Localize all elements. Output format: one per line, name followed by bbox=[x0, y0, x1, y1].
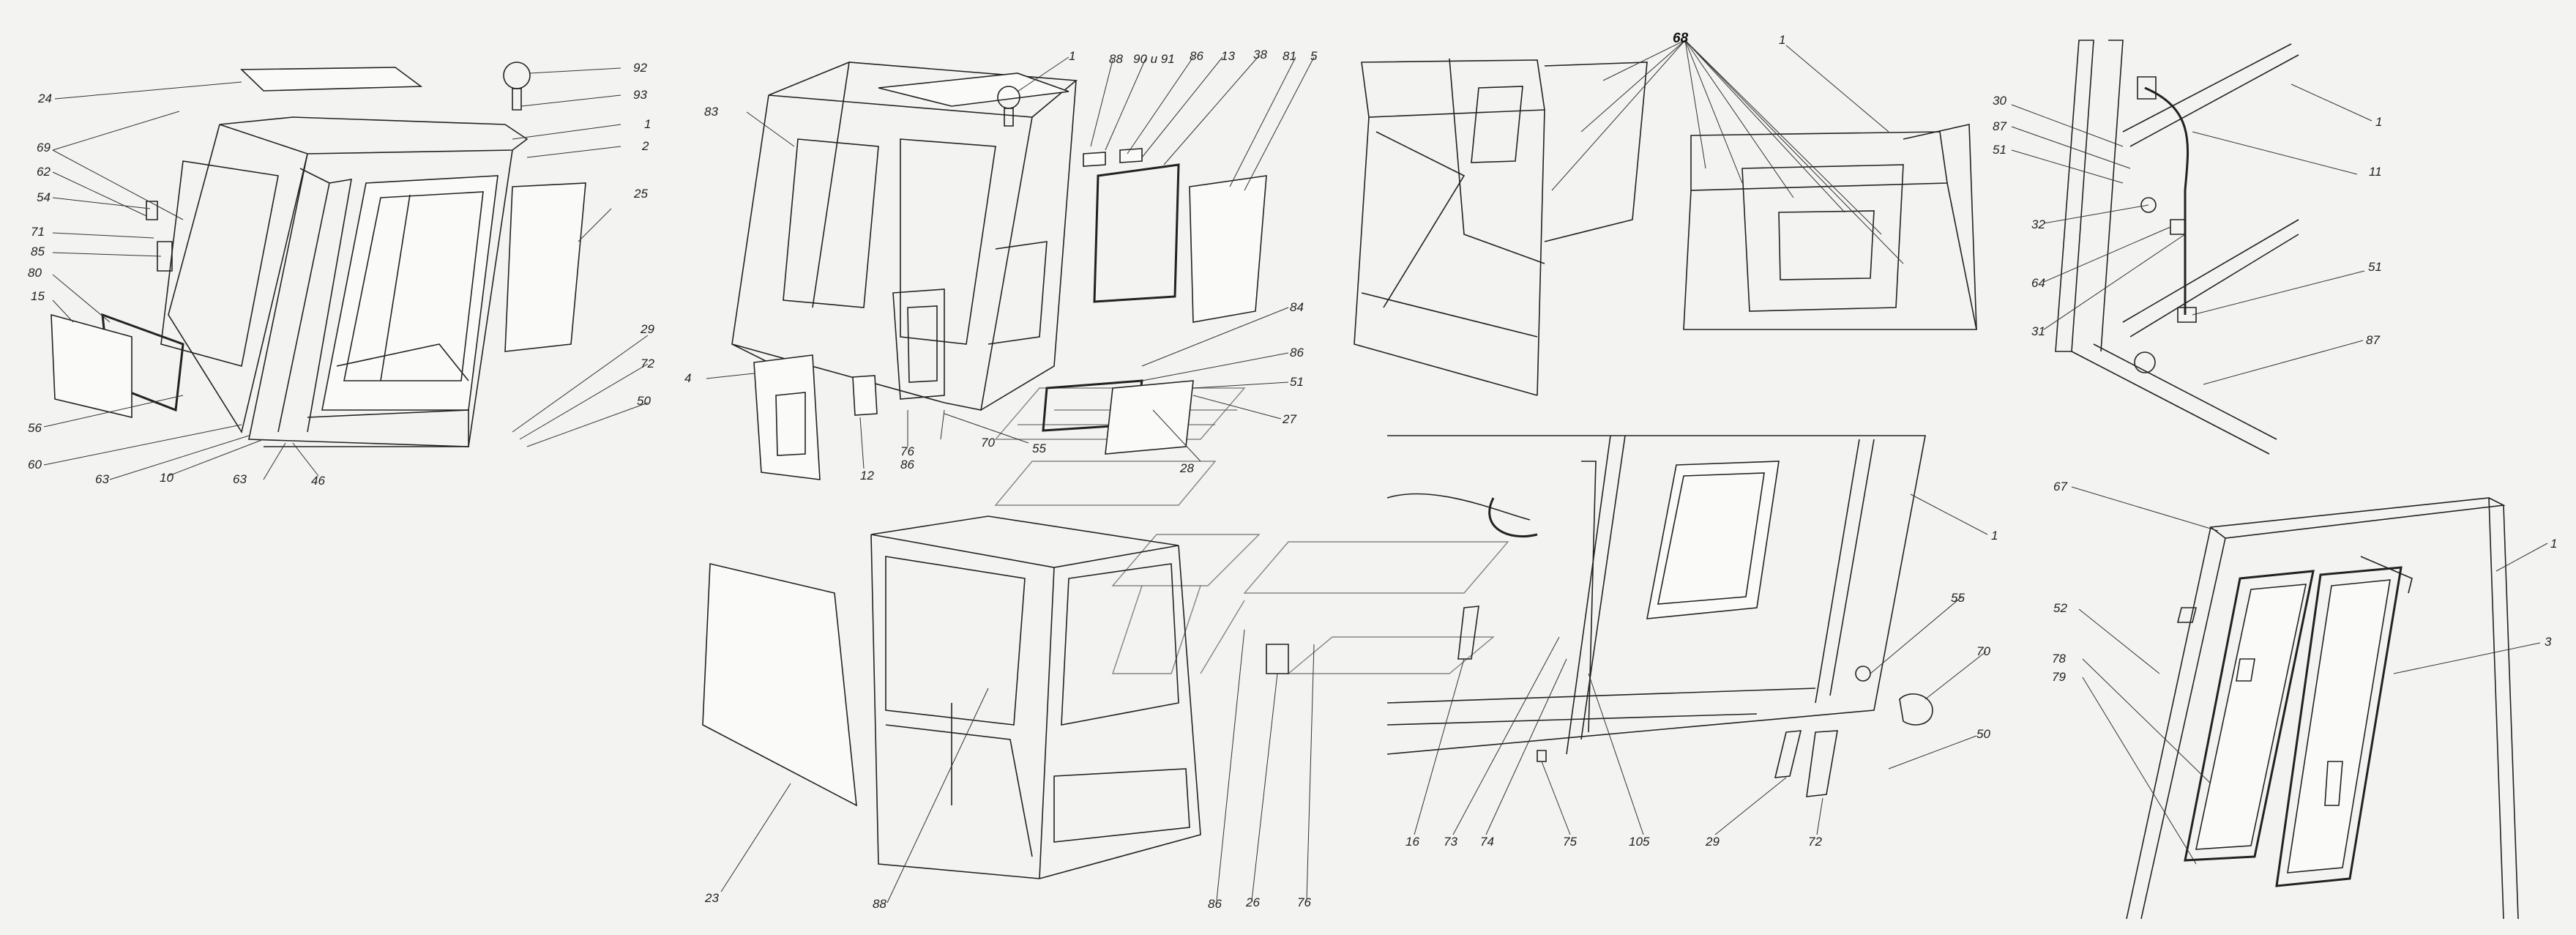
label: 51 bbox=[1993, 143, 2006, 157]
label: 83 bbox=[704, 105, 718, 119]
label: 79 bbox=[2052, 670, 2066, 684]
assembly-5-labels: 23 88 86 26 76 bbox=[704, 891, 1311, 911]
label: 28 bbox=[1179, 461, 1194, 475]
label: 56 bbox=[28, 421, 42, 435]
label: 4 bbox=[684, 371, 691, 385]
assembly-2-labels: 83 1 88 90 и 91 86 13 38 81 5 4 12 76 86… bbox=[684, 48, 1318, 483]
assembly-5-cab-side-glass bbox=[702, 515, 1315, 904]
label: 78 bbox=[2052, 652, 2066, 666]
label: 90 и 91 bbox=[1133, 52, 1175, 66]
label: 46 bbox=[311, 474, 325, 488]
label: 29 bbox=[640, 322, 654, 336]
label: 51 bbox=[2368, 260, 2382, 274]
label: 88 bbox=[873, 897, 886, 911]
label: 68 bbox=[1673, 31, 1689, 46]
assembly-1-labels: 24 92 93 1 2 69 62 54 71 85 80 15 25 29 … bbox=[28, 61, 654, 488]
label: 52 bbox=[2053, 601, 2067, 615]
label: 50 bbox=[637, 394, 651, 408]
label: 1 bbox=[644, 117, 651, 131]
label: 1 bbox=[1991, 529, 1998, 543]
label: 86 bbox=[1290, 346, 1304, 360]
label: 25 bbox=[633, 187, 648, 201]
label: 105 bbox=[1629, 835, 1650, 849]
assembly-2-cab-frame bbox=[706, 55, 1315, 480]
label: 60 bbox=[28, 458, 42, 472]
label: 69 bbox=[37, 141, 51, 154]
label: 92 bbox=[633, 61, 647, 75]
label: 29 bbox=[1705, 835, 1720, 849]
label: 87 bbox=[1993, 119, 2006, 133]
label: 67 bbox=[2053, 480, 2067, 493]
label: 81 bbox=[1283, 49, 1296, 63]
label: 55 bbox=[1032, 442, 1046, 455]
label: 86 bbox=[900, 458, 914, 472]
label: 13 bbox=[1221, 49, 1235, 63]
label: 73 bbox=[1444, 835, 1457, 849]
label: 23 bbox=[704, 891, 719, 905]
label: 76 bbox=[1297, 895, 1311, 909]
label: 54 bbox=[37, 190, 51, 204]
label: 71 bbox=[31, 225, 45, 239]
label: 88 bbox=[1109, 52, 1123, 66]
label: 63 bbox=[233, 472, 247, 486]
label: 31 bbox=[2031, 324, 2045, 338]
label: 85 bbox=[31, 245, 45, 258]
label: 1 bbox=[1779, 33, 1785, 47]
assembly-4-labels: 30 87 51 32 64 31 1 11 51 87 bbox=[1993, 94, 2382, 347]
label: 63 bbox=[95, 472, 109, 486]
label: 87 bbox=[2366, 333, 2380, 347]
assembly-6-labels: 1 55 70 50 16 73 74 75 105 29 72 bbox=[1405, 529, 1998, 849]
assembly-6-door-detail bbox=[1386, 435, 1988, 835]
assembly-1-full-cab bbox=[43, 62, 649, 480]
label: 84 bbox=[1290, 300, 1304, 314]
label: 27 bbox=[1282, 412, 1296, 426]
label: 72 bbox=[641, 357, 654, 370]
label: 50 bbox=[1976, 727, 1990, 741]
label: 32 bbox=[2031, 217, 2045, 231]
watermark bbox=[994, 387, 1509, 674]
label: 11 bbox=[2369, 165, 2382, 179]
assembly-4-handrail-detail bbox=[2011, 40, 2372, 455]
label: 24 bbox=[37, 92, 52, 105]
label: 2 bbox=[641, 139, 649, 153]
label: 86 bbox=[1190, 49, 1203, 63]
label: 72 bbox=[1808, 835, 1822, 849]
assembly-3-frame-fasteners bbox=[1354, 40, 1977, 396]
label: 1 bbox=[2375, 115, 2382, 129]
label: 15 bbox=[31, 289, 45, 303]
label: 30 bbox=[1993, 94, 2006, 108]
assembly-7-labels: 67 1 52 3 78 79 bbox=[2052, 480, 2557, 684]
label: 3 bbox=[2545, 635, 2552, 649]
label: 70 bbox=[981, 436, 995, 450]
label: 74 bbox=[1480, 835, 1494, 849]
label: 51 bbox=[1290, 375, 1304, 389]
assembly-7-door-window bbox=[2071, 486, 2548, 920]
label: 80 bbox=[28, 266, 42, 280]
label: 38 bbox=[1253, 48, 1267, 62]
label: 10 bbox=[160, 471, 173, 485]
label: 75 bbox=[1563, 835, 1577, 849]
label: 16 bbox=[1405, 835, 1419, 849]
label: 55 bbox=[1951, 591, 1965, 605]
label: 26 bbox=[1245, 895, 1260, 909]
label: 1 bbox=[1069, 49, 1075, 63]
label: 1 bbox=[2550, 537, 2557, 551]
label: 64 bbox=[2031, 276, 2045, 290]
assembly-3-labels: 68 1 bbox=[1673, 31, 1785, 47]
label: 70 bbox=[1976, 644, 1990, 658]
label: 86 bbox=[1208, 897, 1222, 911]
label: 93 bbox=[633, 88, 647, 102]
label: 5 bbox=[1310, 49, 1318, 63]
label: 76 bbox=[900, 444, 914, 458]
label: 12 bbox=[860, 469, 874, 483]
label: 62 bbox=[37, 165, 51, 179]
